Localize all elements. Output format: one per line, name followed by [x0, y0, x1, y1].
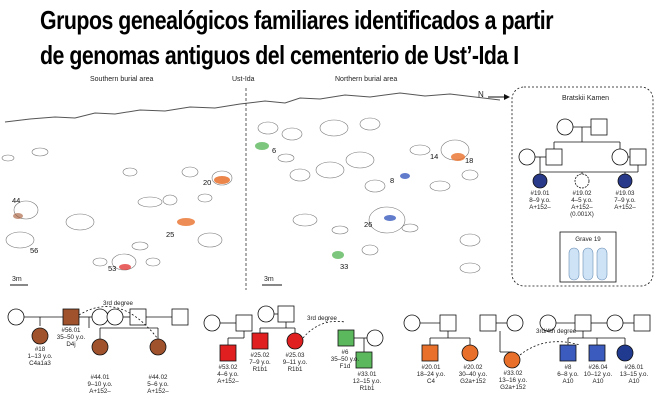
scale-right-label: 3m	[264, 276, 274, 283]
pedigree-blue	[539, 314, 651, 362]
grave-number: 33	[340, 262, 349, 271]
grave-8-highlight	[400, 173, 410, 179]
grave-6-highlight	[255, 142, 269, 150]
pedigree-red	[203, 305, 304, 362]
grave-18-highlight	[451, 153, 465, 161]
grave-number: 14	[430, 152, 439, 161]
brown-degree-label: 3rd degree	[103, 300, 133, 307]
grave-sketches	[1, 117, 481, 274]
grave-25-highlight	[177, 218, 195, 226]
grave-number: 8	[390, 176, 395, 185]
grave-number: 44	[12, 196, 21, 205]
orange-degree-label: 3rd/4th degree	[536, 328, 577, 335]
pedigree-green	[337, 329, 384, 369]
grave-number: 53	[108, 264, 117, 273]
grave-number: 25	[166, 230, 175, 239]
red-degree-label: 3rd degree	[307, 315, 337, 322]
bratskii-children	[532, 173, 633, 189]
grave-19-label: Grave 19	[575, 236, 601, 243]
bratskii-title: Bratskii Kamen	[562, 95, 610, 102]
southern-burial-label: Southern burial area	[90, 76, 154, 83]
scale-left-label: 3m	[12, 276, 22, 283]
grave-53-highlight	[119, 264, 131, 270]
pedigree-brown	[7, 308, 189, 356]
grave-number: 26	[364, 220, 373, 229]
grave-number: 20	[203, 178, 212, 187]
terrain-line	[4, 92, 501, 123]
ust-ida-label: Ust-Ida	[232, 76, 255, 83]
grave-number: 6	[272, 146, 277, 155]
grave-number: 18	[465, 156, 474, 165]
northern-burial-label: Northern burial area	[335, 76, 398, 83]
north-label: N	[478, 90, 484, 99]
grave-26-highlight	[384, 215, 396, 221]
red-degree-arc	[302, 320, 346, 339]
bratskii-box	[511, 86, 654, 287]
title-line-2: de genomas antiguos del cementerio de Us…	[40, 40, 519, 70]
orange-degree-arc	[519, 341, 581, 356]
grave-20-highlight	[214, 176, 230, 184]
bratskii-pedigree	[518, 118, 647, 174]
brown-degree-arc	[78, 306, 159, 340]
grave-44-highlight	[13, 213, 23, 219]
pedigree-orange	[403, 314, 524, 369]
grave-number: 56	[30, 246, 39, 255]
title-line-1: Grupos genealógicos familiares identific…	[40, 5, 553, 35]
grave-33-highlight	[332, 251, 344, 259]
